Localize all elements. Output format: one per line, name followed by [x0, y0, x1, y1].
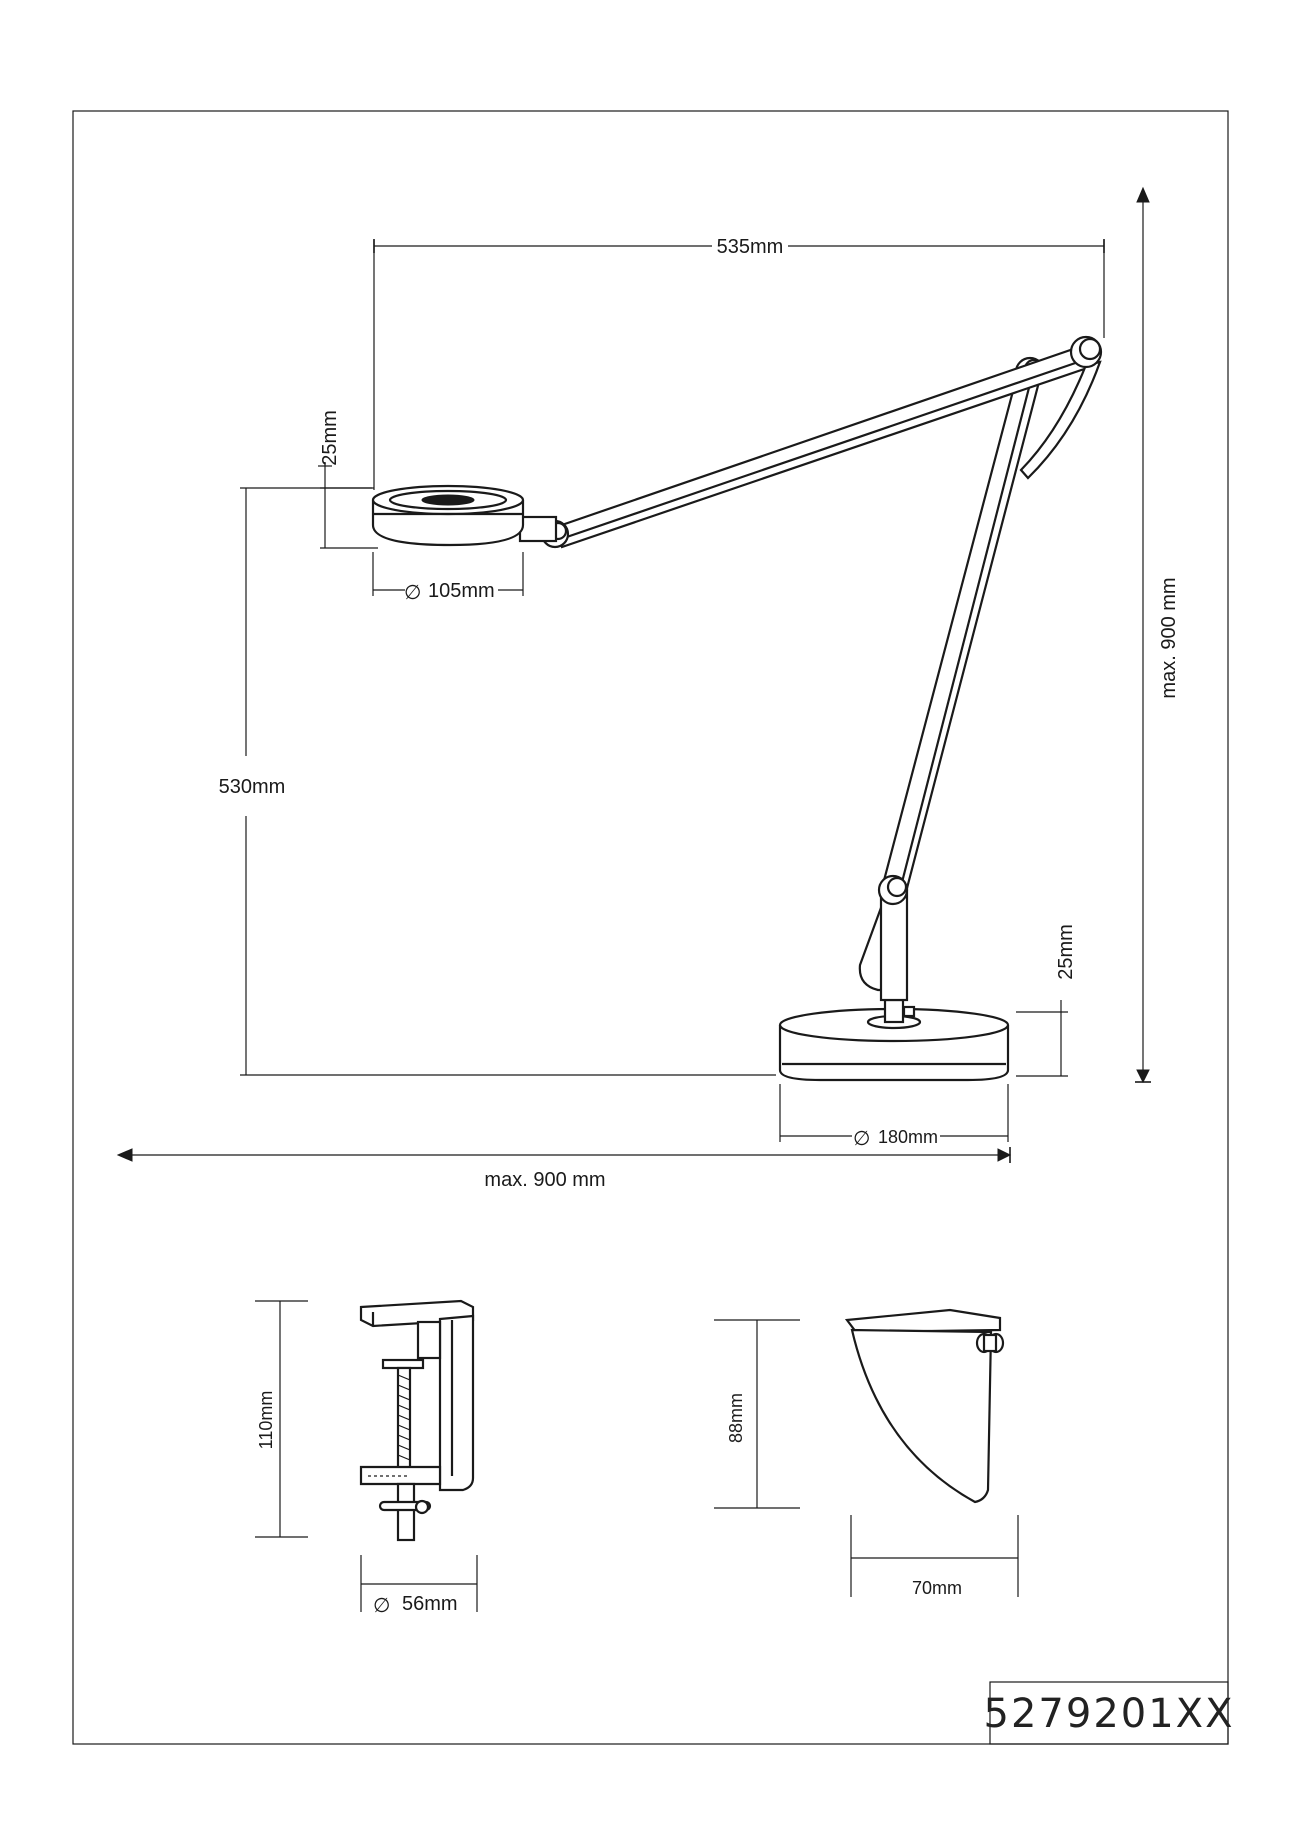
dim-arm-length: 535mm: [373, 236, 1105, 490]
label-max-reach: max. 900 mm: [484, 1169, 605, 1191]
lamp-head: [371, 484, 525, 547]
dim-holder-height: 88mm: [714, 1319, 800, 1509]
product-code-box: 5279201XX: [984, 1681, 1235, 1745]
dim-clamp-diameter: ∅ 56mm: [360, 1555, 478, 1617]
label-clamp-diameter: 56mm: [402, 1593, 458, 1615]
clamp-illustration: [359, 1299, 475, 1542]
dim-base-diameter: ∅ 180mm: [779, 1084, 1009, 1150]
label-clamp-height: 110mm: [256, 1391, 276, 1450]
lamp-lower-arm: [877, 356, 1046, 906]
label-base-height: 25mm: [1055, 924, 1077, 980]
label-arm-length: 535mm: [717, 236, 784, 258]
diameter-symbol-base: ∅: [853, 1128, 870, 1150]
lamp-base: [778, 883, 1010, 1082]
product-code: 5279201XX: [984, 1691, 1235, 1737]
dim-base-height: 25mm: [1016, 924, 1077, 1077]
lamp-upper-arm: [518, 335, 1103, 549]
label-holder-width: 70mm: [912, 1578, 962, 1598]
dim-clamp-height: 110mm: [255, 1300, 308, 1538]
dim-max-height: max. 900 mm: [1135, 186, 1180, 1084]
diameter-symbol-clamp: ∅: [373, 1595, 390, 1617]
dim-max-reach: max. 900 mm: [116, 1147, 1012, 1191]
drawing-frame: [72, 110, 1229, 1745]
label-base-diameter: 180mm: [878, 1127, 938, 1147]
dim-head-height: 25mm: [318, 410, 378, 549]
lamp-illustration: [371, 335, 1103, 1082]
label-head-height: 25mm: [319, 410, 341, 466]
label-head-elevation: 530mm: [219, 776, 286, 798]
dim-head-diameter: ∅ 105mm: [372, 552, 524, 604]
dim-head-elevation: 530mm: [219, 487, 776, 1076]
clamp-thread: [397, 1374, 411, 1461]
diameter-symbol-head: ∅: [404, 582, 421, 604]
label-max-height: max. 900 mm: [1158, 577, 1180, 698]
label-holder-height: 88mm: [726, 1393, 746, 1443]
holder-illustration: [844, 1308, 1005, 1504]
dim-holder-width: 70mm: [850, 1515, 1019, 1598]
label-head-diameter: 105mm: [428, 580, 495, 602]
